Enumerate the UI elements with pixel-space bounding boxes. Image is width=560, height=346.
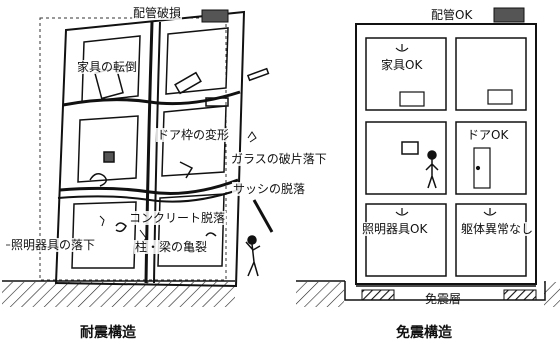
label-isolation-layer: 免震層 bbox=[425, 292, 462, 306]
right-person-figure bbox=[425, 150, 439, 189]
isolation-dampers bbox=[356, 285, 537, 301]
label-door-frame-deform: ドア枠の変形 bbox=[156, 128, 231, 142]
left-person-figure bbox=[245, 235, 261, 277]
right-building bbox=[355, 23, 537, 285]
right-ground bbox=[296, 280, 560, 307]
label-glass-fall: ガラスの破片落下 bbox=[230, 152, 328, 166]
label-door-ok: ドアOK bbox=[466, 128, 510, 142]
label-lighting-ok: 照明器具OK bbox=[361, 222, 429, 236]
label-piping-damage: 配管破損 bbox=[132, 6, 183, 20]
left-roof-equipment bbox=[201, 9, 229, 23]
label-column-beam-crack: 柱・梁の亀裂 bbox=[134, 240, 209, 254]
label-lighting-fall: 照明器具の落下 bbox=[10, 238, 97, 252]
label-piping-ok: 配管OK bbox=[430, 8, 474, 22]
label-furniture-fall: 家具の転倒 bbox=[76, 60, 139, 74]
right-roof-equipment bbox=[493, 7, 525, 23]
caption-seismic-structure: 耐震構造 bbox=[80, 325, 136, 341]
label-concrete-fall: コンクリート脱落 bbox=[128, 211, 227, 225]
label-sash-fall: サッシの脱落 bbox=[232, 182, 307, 196]
right-interior-details bbox=[395, 44, 513, 216]
left-debris bbox=[89, 66, 274, 237]
label-frame-ok: 躯体異常なし bbox=[460, 222, 535, 236]
label-furniture-ok: 家具OK bbox=[380, 58, 424, 72]
caption-isolation-structure: 免震構造 bbox=[396, 325, 452, 341]
